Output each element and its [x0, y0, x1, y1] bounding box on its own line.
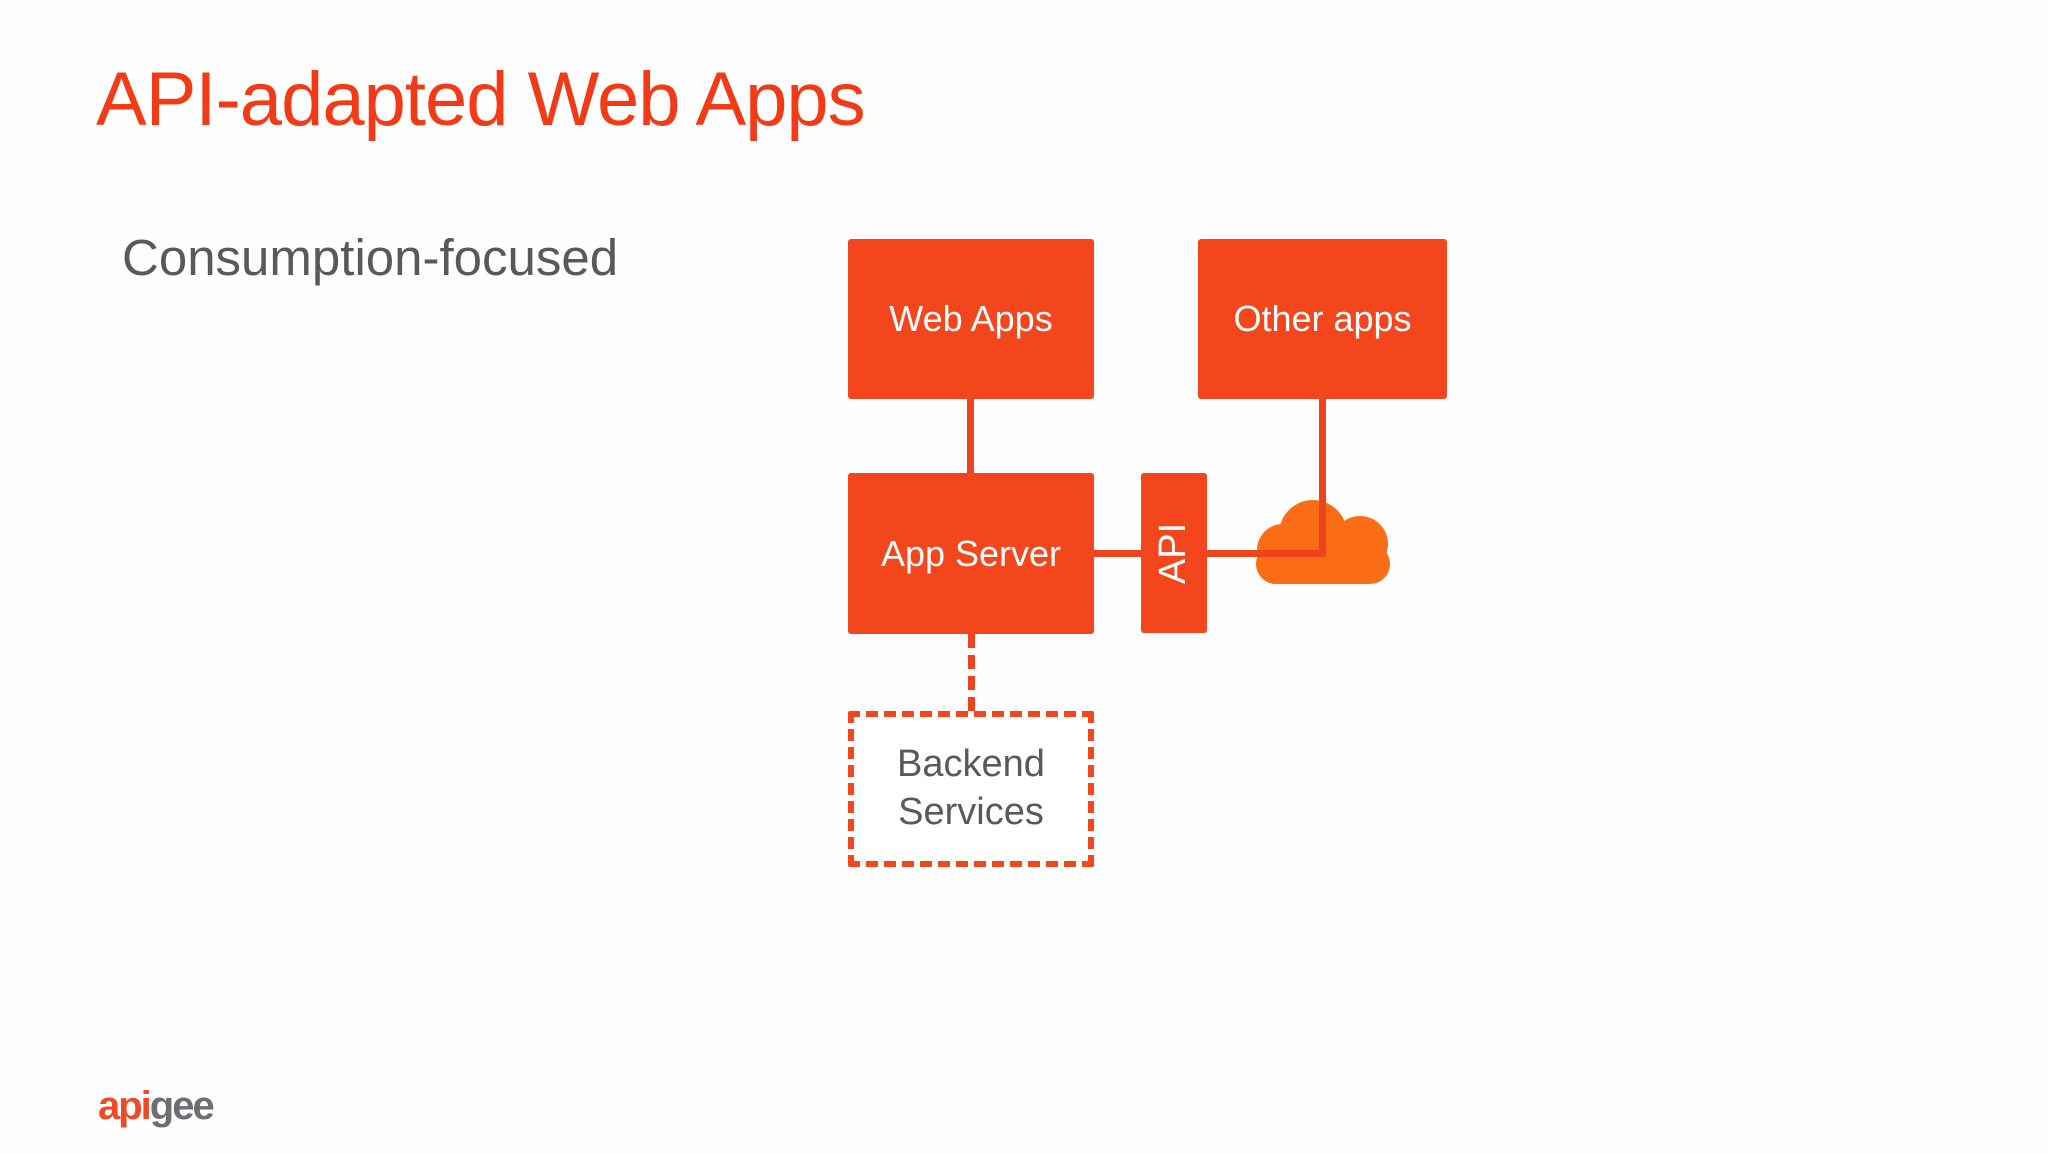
page-title: API-adapted Web Apps	[96, 57, 866, 142]
slide-subtitle: Consumption-focused	[122, 229, 619, 286]
logo-api-text: api	[98, 1084, 152, 1128]
node-other-apps: Other apps	[1198, 239, 1447, 399]
node-other-apps-label: Other apps	[1233, 298, 1412, 339]
node-api: API	[1141, 473, 1207, 633]
node-backend-services-label: Backend Services	[897, 743, 1045, 833]
node-web-apps: Web Apps	[848, 239, 1094, 399]
connector-otherapps-cloud	[1319, 399, 1326, 557]
connector-webapps-appserver	[967, 399, 974, 473]
node-app-server-label: App Server	[880, 532, 1062, 574]
node-app-server: App Server	[848, 473, 1094, 634]
node-api-label: API	[1152, 522, 1195, 584]
connector-api-cloud	[1207, 550, 1326, 557]
logo-gee-text: gee	[149, 1084, 215, 1128]
connector-appserver-backend-dashed	[968, 634, 975, 711]
apigee-logo: apigee	[98, 1084, 215, 1128]
node-web-apps-label: Web Apps	[889, 298, 1053, 339]
node-backend-services: Backend Services	[848, 711, 1094, 867]
connector-appserver-api	[1094, 550, 1141, 557]
